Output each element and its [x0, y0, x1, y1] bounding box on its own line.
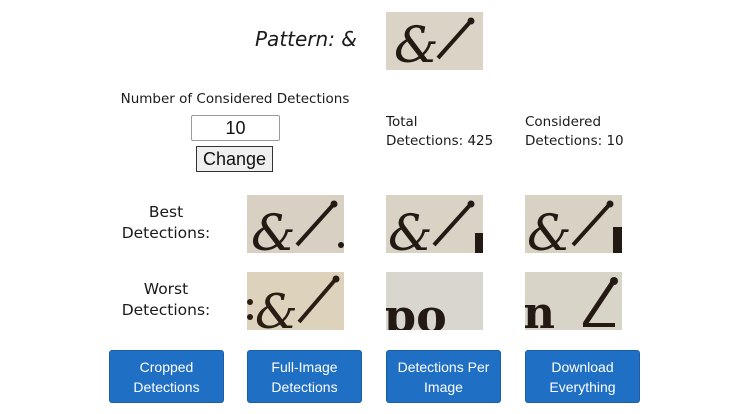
considered-detections-stat: Considered Detections: 10	[525, 113, 624, 151]
best-detection-image-1[interactable]: &	[247, 195, 344, 253]
worst-detection-image-3[interactable]: n	[525, 272, 622, 330]
svg-text:n: n	[525, 288, 555, 330]
pattern-title: Pattern: &	[255, 27, 357, 51]
svg-text:&: &	[255, 284, 298, 330]
considered-detections-input[interactable]	[191, 115, 280, 141]
change-button[interactable]: Change	[196, 146, 273, 172]
svg-text:&: &	[251, 204, 296, 253]
considered-detections-line1: Considered	[525, 114, 602, 130]
total-detections-line2: Detections: 425	[386, 133, 494, 149]
button-label-line2: Detections	[271, 378, 338, 395]
best-label-line2: Detections:	[121, 224, 211, 242]
total-detections-stat: Total Detections: 425	[386, 113, 493, 151]
worst-detection-image-1[interactable]: &	[247, 272, 344, 330]
button-label-line1: Full-Image	[271, 358, 338, 375]
worst-label-line1: Worst	[143, 280, 189, 298]
button-label-line1: Detections Per	[397, 358, 490, 375]
svg-text:po: po	[386, 289, 447, 330]
button-label-line2: Image	[424, 378, 463, 395]
total-detections-line1: Total	[386, 114, 418, 130]
worst-detection-image-2[interactable]: po	[386, 272, 483, 330]
considered-detections-label: Number of Considered Detections	[120, 91, 350, 107]
button-label-line2: Everything	[549, 378, 616, 395]
pattern-image: &	[386, 12, 483, 70]
considered-detections-line2: Detections: 10	[525, 133, 624, 149]
svg-text:&: &	[527, 204, 572, 253]
best-detection-image-3[interactable]: &	[525, 195, 622, 253]
button-label-line2: Detections	[133, 378, 200, 395]
best-label-line1: Best	[148, 203, 184, 221]
best-detection-image-2[interactable]: &	[386, 195, 483, 253]
svg-text:&: &	[394, 16, 439, 70]
worst-label-line2: Detections:	[121, 301, 211, 319]
svg-text:&: &	[388, 204, 433, 253]
worst-detections-label: Worst Detections:	[106, 279, 226, 321]
button-label-line1: Download	[551, 358, 614, 375]
button-label-line1: Cropped	[139, 358, 194, 375]
best-detections-label: Best Detections:	[106, 202, 226, 244]
